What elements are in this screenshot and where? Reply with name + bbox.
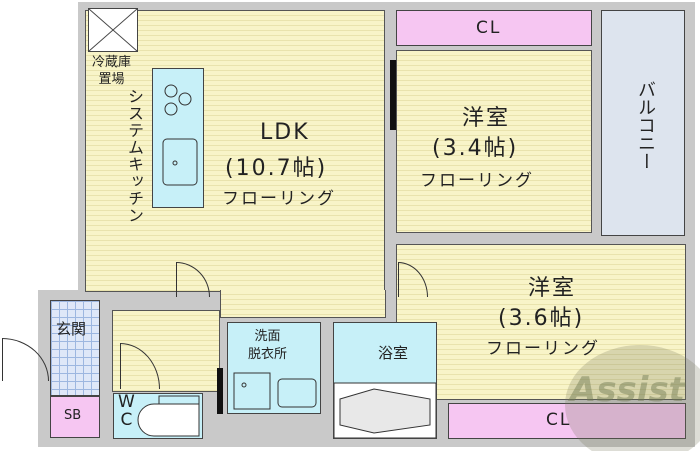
- western-room-1: [396, 50, 592, 233]
- room2-name: 洋室: [528, 276, 577, 301]
- kitchen-counter: [152, 68, 204, 208]
- washing-machine-icon: [233, 372, 317, 410]
- room1-size: (3.4帖): [432, 136, 519, 161]
- toilet-room: [113, 393, 203, 439]
- ldk-floor: フローリング: [222, 189, 336, 209]
- window: [390, 60, 396, 130]
- ldk-passage: [220, 290, 386, 318]
- room1-floor: フローリング: [420, 171, 534, 191]
- room2-size: (3.6帖): [498, 306, 585, 331]
- bath-label: 浴室: [378, 344, 409, 362]
- fridge-label: 冷蔵庫置場: [92, 55, 132, 87]
- shoe-box-label: SB: [64, 408, 82, 423]
- western-room-2: [396, 244, 686, 400]
- closet-top: [396, 10, 592, 46]
- entrance: [50, 300, 100, 396]
- toilet-icon: [137, 395, 200, 437]
- ldk-size: (10.7帖): [225, 156, 328, 181]
- washroom: [227, 322, 321, 414]
- closet-bottom-label: CL: [546, 410, 572, 430]
- window: [217, 368, 223, 414]
- washroom-label: 洗面脱衣所: [248, 329, 288, 362]
- closet-top-label: CL: [476, 18, 502, 38]
- kitchen-label: システムキッチン: [125, 88, 144, 224]
- ldk-room: [85, 10, 385, 292]
- shoe-box: [50, 396, 100, 438]
- balcony: [601, 10, 685, 236]
- ldk-name: LDK: [260, 120, 310, 145]
- room1-name: 洋室: [462, 106, 511, 131]
- fridge-space: [88, 8, 138, 52]
- watermark-logo: [565, 345, 700, 451]
- closet-bottom: [448, 403, 686, 439]
- bathroom: [333, 322, 437, 439]
- watermark-text: Assist: [570, 370, 685, 410]
- stove-icon: [162, 84, 198, 186]
- room2-floor: フローリング: [486, 339, 600, 359]
- balcony-label: バルコニー: [635, 80, 656, 170]
- bathtub-icon: [333, 382, 437, 439]
- entrance-label: 玄関: [56, 320, 87, 338]
